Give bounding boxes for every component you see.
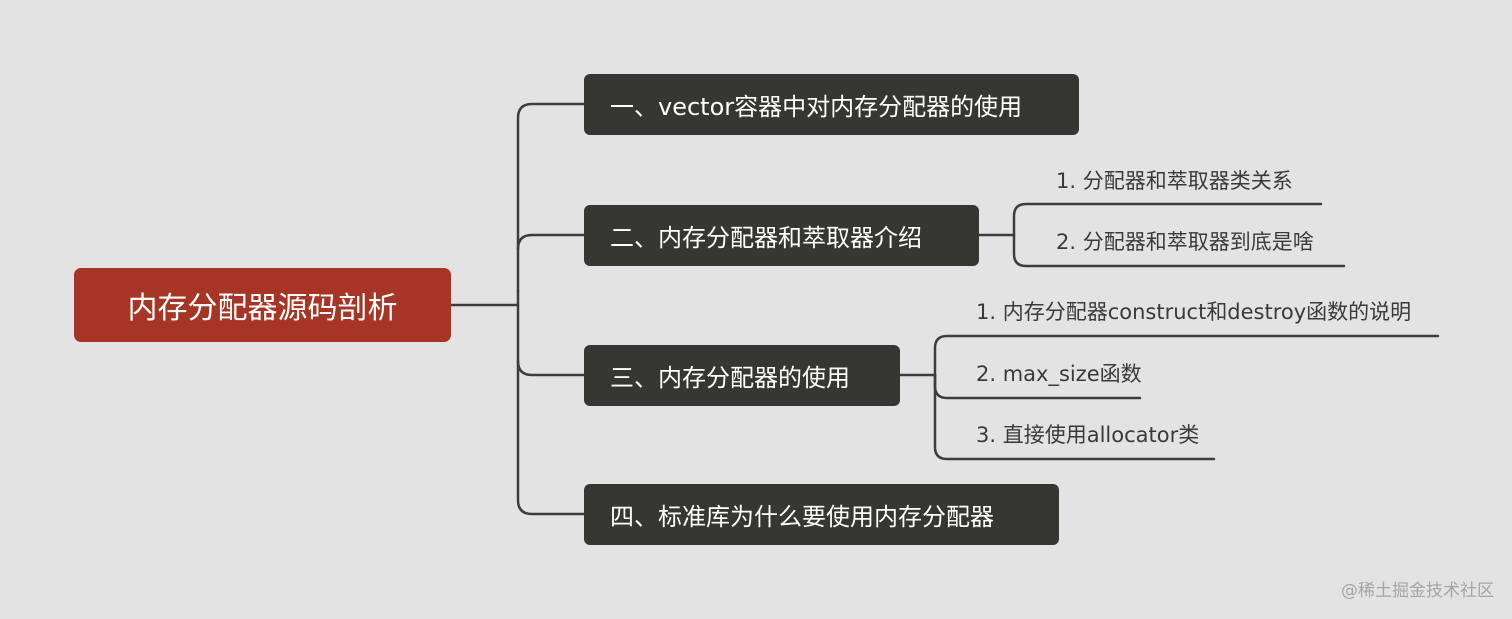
subtopic-label: 2. 分配器和萃取器到底是啥	[1056, 230, 1314, 254]
subtopic-2-1[interactable]: 1. 分配器和萃取器类关系	[1056, 160, 1293, 200]
section-topic-3[interactable]: 三、内存分配器的使用	[584, 345, 900, 406]
section-topic-label: 一、vector容器中对内存分配器的使用	[610, 93, 1023, 121]
subtopic-3-3[interactable]: 3. 直接使用allocator类	[976, 414, 1199, 454]
subtopic-label: 1. 分配器和萃取器类关系	[1056, 169, 1293, 193]
connector-section-3	[516, 289, 586, 377]
subtopic-label: 2. max_size函数	[976, 362, 1142, 386]
root-topic[interactable]: 内存分配器源码剖析	[74, 268, 451, 342]
connector-section-2	[516, 233, 586, 251]
section-topic-label: 二、内存分配器和萃取器介绍	[610, 224, 922, 252]
subtopic-3-2[interactable]: 2. max_size函数	[976, 353, 1142, 393]
section-topic-4[interactable]: 四、标准库为什么要使用内存分配器	[584, 484, 1059, 545]
connector-section-1	[516, 102, 586, 293]
subtopic-label: 1. 内存分配器construct和destroy函数的说明	[976, 300, 1412, 324]
subtopic-2-2[interactable]: 2. 分配器和萃取器到底是啥	[1056, 221, 1314, 261]
watermark: @稀土掘金技术社区	[1341, 581, 1494, 601]
connector-section-4	[516, 359, 586, 516]
section-topic-label: 三、内存分配器的使用	[610, 364, 850, 392]
connector-leaf-3-3	[933, 373, 1216, 461]
subtopic-3-1[interactable]: 1. 内存分配器construct和destroy函数的说明	[976, 291, 1411, 331]
subtopic-label: 3. 直接使用allocator类	[976, 423, 1200, 447]
connector-leaf-3-1	[933, 334, 1440, 377]
connector-leaf-2-2	[1012, 233, 1346, 268]
section-topic-2[interactable]: 二、内存分配器和萃取器介绍	[584, 205, 979, 266]
root-topic-label: 内存分配器源码剖析	[127, 291, 398, 326]
connector-leaf-2-1	[1012, 202, 1323, 237]
section-topic-label: 四、标准库为什么要使用内存分配器	[610, 503, 994, 531]
section-topic-1[interactable]: 一、vector容器中对内存分配器的使用	[584, 74, 1079, 135]
